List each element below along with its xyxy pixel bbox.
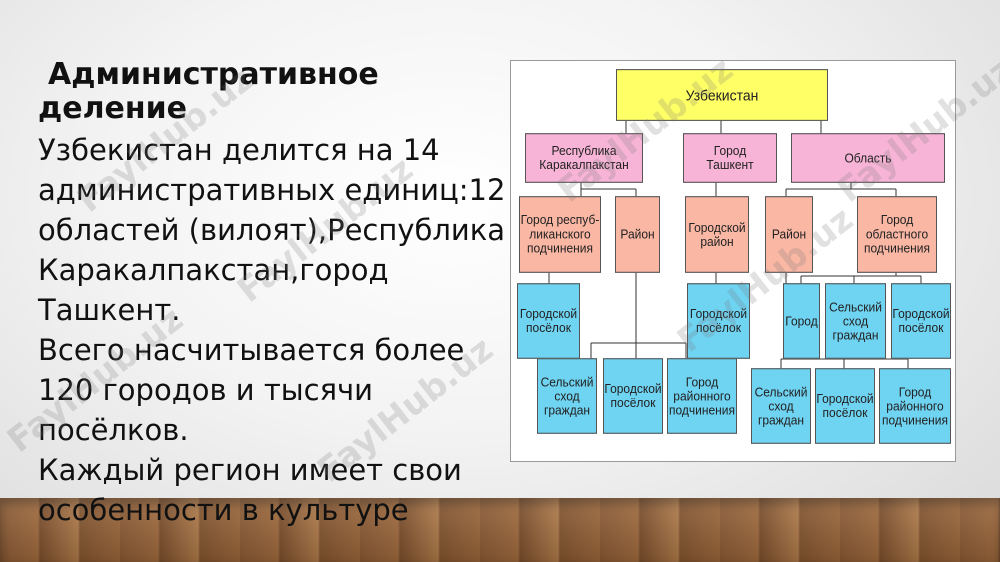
node-uzbekistan: Узбекистан — [616, 69, 828, 121]
node-urban-settlement-2: Городской посёлок — [687, 283, 750, 359]
admin-structure-diagram: Узбекистан Республика Каракалпакстан Гор… — [510, 60, 956, 462]
node-district-right: Район — [765, 196, 813, 273]
node-district-left: Район — [615, 196, 660, 273]
node-karakalpakstan: Республика Каракалпакстан — [525, 133, 643, 183]
slide-text: Административное деление Узбекистан дели… — [38, 58, 508, 530]
node-urban-settlement-4: Городской посёлок — [603, 358, 663, 434]
node-district-city-1: Город районного подчинения — [667, 358, 737, 434]
node-regional-city: Город областного подчинения — [857, 196, 937, 273]
heading-line-1: Административное — [48, 57, 379, 92]
node-town: Город — [783, 283, 820, 359]
paragraph-divisions: Узбекистан делится на 14 административны… — [38, 133, 506, 327]
paragraph-regions: Каждый регион имеет свои особенности в к… — [38, 453, 462, 527]
node-urban-settlement-5: Городской посёлок — [815, 368, 875, 444]
node-urban-settlement-3: Городской посёлок — [891, 283, 951, 359]
node-oblast: Область — [791, 133, 945, 183]
node-republic-city: Город респуб- ликанского подчинения — [519, 196, 601, 273]
paragraph-cities: Всего насчитывается более 120 городов и … — [38, 333, 465, 447]
wooden-floor — [0, 498, 1000, 562]
slide-heading: Административное деление — [38, 58, 508, 126]
node-tashkent: Город Ташкент — [683, 133, 777, 183]
node-rural-assembly-2: Сельский сход граждан — [537, 358, 597, 434]
node-rural-assembly-1: Сельский сход граждан — [825, 283, 886, 359]
node-rural-assembly-3: Сельский сход граждан — [751, 368, 811, 444]
heading-line-2: деление — [38, 91, 187, 126]
node-city-district: Городской район — [685, 196, 749, 273]
node-urban-settlement-1: Городской посёлок — [517, 283, 580, 359]
node-district-city-2: Город районного подчинения — [879, 368, 951, 444]
